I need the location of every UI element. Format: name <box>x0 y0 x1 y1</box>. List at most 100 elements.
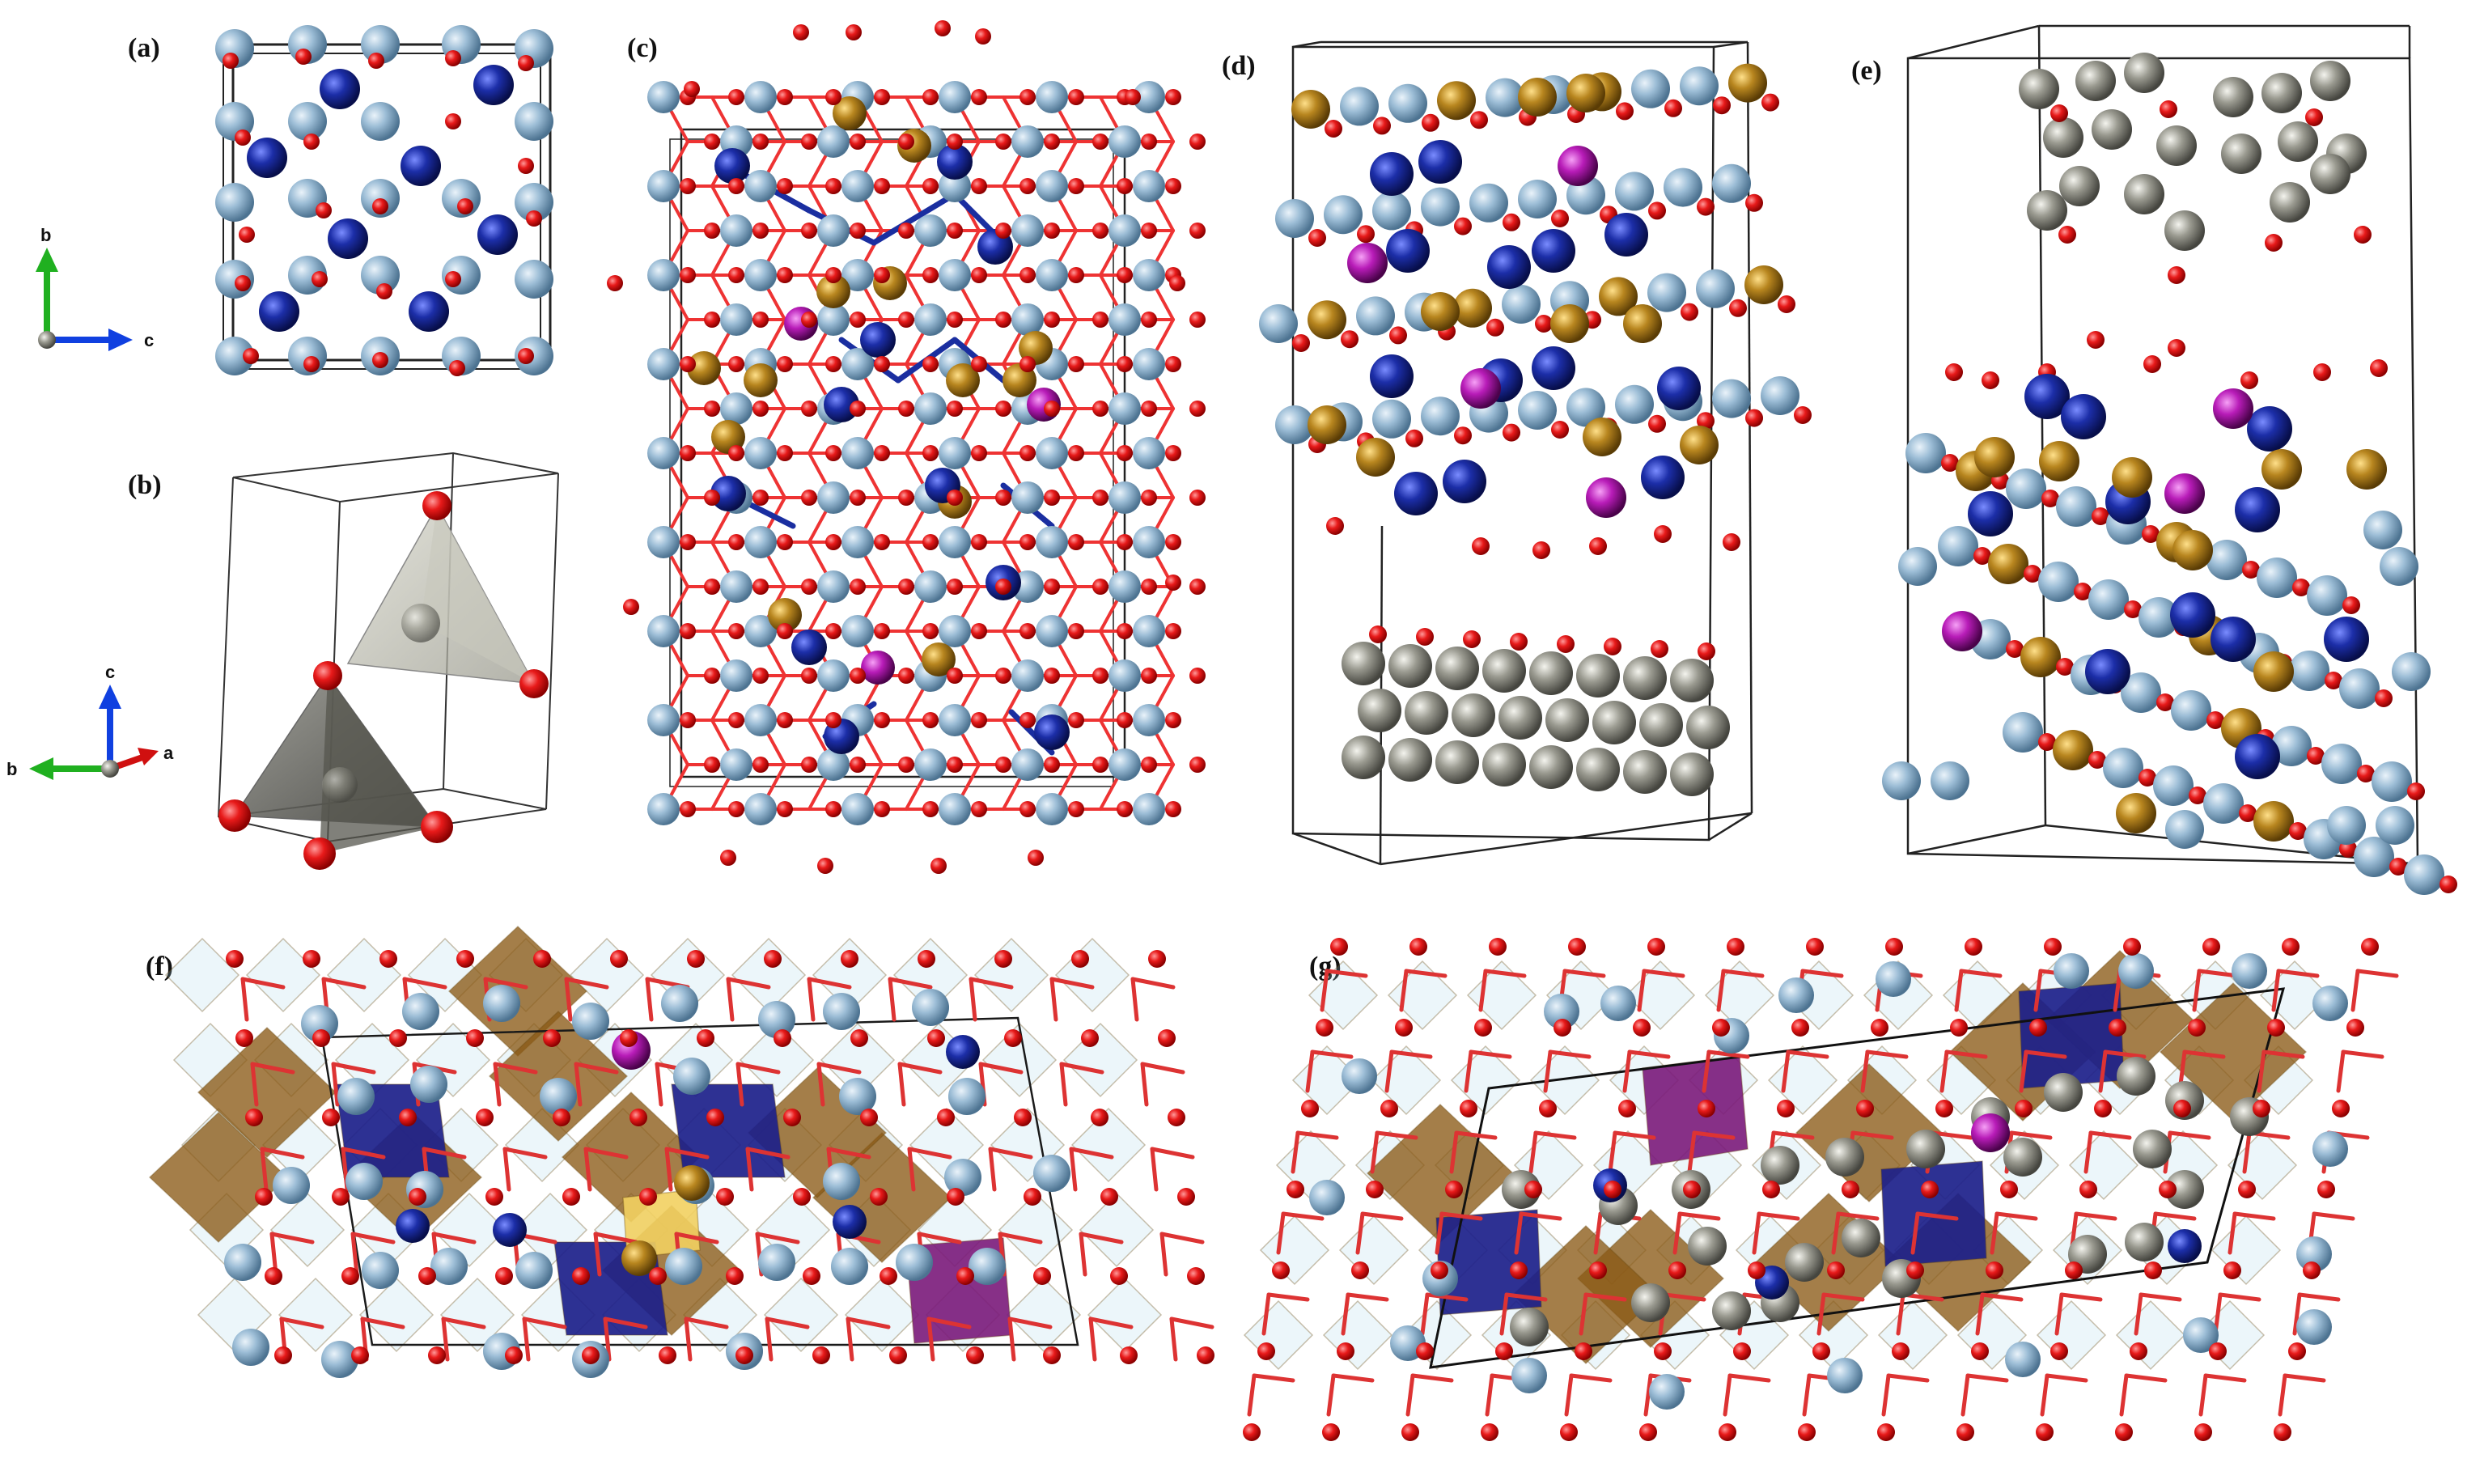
oxygen-atom <box>1117 712 1133 728</box>
dark-blue-atom <box>2168 1229 2202 1263</box>
light-blue-atom <box>1778 977 1814 1013</box>
oxygen-atom <box>1877 1423 1895 1441</box>
bond <box>1049 977 1058 1022</box>
light-blue-atom <box>912 989 949 1026</box>
light-blue-atom <box>939 526 971 558</box>
oxygen-atom <box>1141 312 1157 328</box>
light-blue-atom <box>1342 1058 1377 1094</box>
light-blue-atom <box>1108 303 1141 336</box>
light-blue-atom <box>1882 761 1921 800</box>
light-blue-atom <box>647 348 680 380</box>
oxygen-atom <box>2130 1342 2147 1360</box>
light-blue-atom <box>969 1248 1006 1285</box>
light-blue-atom <box>361 256 400 295</box>
oxygen-atom <box>971 89 987 105</box>
gold-atom <box>1291 90 1330 129</box>
bond <box>1469 1049 1512 1059</box>
bond <box>1990 1211 1999 1255</box>
oxygen-atom <box>1092 401 1108 417</box>
bond <box>1478 969 1488 1012</box>
oxygen-atom <box>922 623 939 639</box>
dark-blue-atom <box>1532 346 1575 390</box>
oxygen-atom <box>680 356 696 372</box>
bond <box>1449 1130 1459 1174</box>
oxygen-atom <box>728 356 744 372</box>
oxygen-atom <box>1827 1261 1845 1279</box>
light-blue-atom <box>647 170 680 202</box>
oxygen-atom <box>1316 1019 1333 1037</box>
light-blue-atom <box>1108 125 1141 158</box>
oxygen-atom <box>1668 1261 1686 1279</box>
oxygen-atom <box>1575 1342 1592 1360</box>
oxygen-atom <box>1325 120 1342 138</box>
oxygen-atom <box>704 134 720 150</box>
oxygen-atom <box>874 445 890 461</box>
light-blue-atom <box>2088 579 2129 620</box>
light-blue-atom <box>1827 1358 1863 1393</box>
bond <box>1865 1049 1909 1059</box>
oxygen-atom <box>659 1346 676 1364</box>
light-blue-atom <box>939 259 971 291</box>
bond <box>331 1062 376 1075</box>
oxygen-atom <box>1510 1261 1528 1279</box>
bond <box>816 1062 825 1107</box>
oxygen-atom <box>1257 1342 1275 1360</box>
oxygen-atom <box>2015 1100 2033 1117</box>
gold-atom <box>1974 437 2015 477</box>
light-blue-atom <box>2339 668 2380 709</box>
oxygen-atom <box>850 490 866 506</box>
oxygen-atom <box>2074 583 2092 600</box>
oxygen-atom <box>2044 938 2062 956</box>
oxygen-atom <box>1351 1261 1369 1279</box>
oxygen-atom <box>874 712 890 728</box>
bond <box>593 1232 602 1277</box>
oxygen-atom <box>457 198 473 214</box>
oxygen-atom <box>1654 1342 1672 1360</box>
grey-atom <box>2124 53 2164 93</box>
bond <box>1975 1292 1985 1336</box>
oxygen-atom <box>2346 1019 2364 1037</box>
light-blue-atom <box>321 1341 358 1378</box>
oxygen-atom <box>687 950 705 968</box>
gold-atom <box>768 598 802 632</box>
oxygen-atom <box>728 89 744 105</box>
bond <box>846 1317 891 1329</box>
oxygen-atom <box>2024 565 2041 583</box>
bond <box>1320 969 1329 1012</box>
bond <box>350 1232 359 1277</box>
oxygen-atom <box>1892 1342 1910 1360</box>
grey-atom <box>1545 698 1589 742</box>
light-blue-atom <box>361 102 400 141</box>
bond <box>1881 1373 1891 1417</box>
oxygen-atom <box>1651 640 1668 658</box>
axis-triad-a: b c <box>36 225 154 351</box>
oxygen-atom <box>428 1346 446 1364</box>
oxygen-atom <box>971 267 987 283</box>
gold-atom <box>922 642 956 676</box>
oxygen-atom <box>680 178 696 194</box>
oxygen-atom <box>1092 579 1108 595</box>
octahedron-light <box>731 937 807 1013</box>
dark-blue-atom <box>1370 354 1414 398</box>
oxygen-atom <box>801 401 817 417</box>
bond <box>1483 969 1527 978</box>
light-blue-atom <box>1309 1180 1345 1215</box>
oxygen-atom <box>1044 312 1060 328</box>
oxygen-atom <box>1729 299 1747 317</box>
oxygen-atom <box>1091 1109 1108 1126</box>
oxygen-atom <box>704 490 720 506</box>
oxygen-atom <box>1366 1181 1384 1198</box>
gold-atom <box>2039 441 2079 481</box>
bond <box>978 1062 1024 1075</box>
oxygen-atom <box>1357 225 1375 244</box>
oxygen-atom <box>2342 596 2360 614</box>
gold-atom <box>1623 304 1662 343</box>
oxygen-atom <box>1189 757 1206 773</box>
oxygen-atom <box>874 178 890 194</box>
oxygen-atom <box>1524 1181 1542 1198</box>
light-blue-atom <box>572 1003 609 1040</box>
oxygen-atom <box>1117 445 1133 461</box>
gold-atom <box>1988 544 2028 584</box>
oxygen-atom <box>1712 1019 1730 1037</box>
oxygen-atom <box>922 534 939 550</box>
